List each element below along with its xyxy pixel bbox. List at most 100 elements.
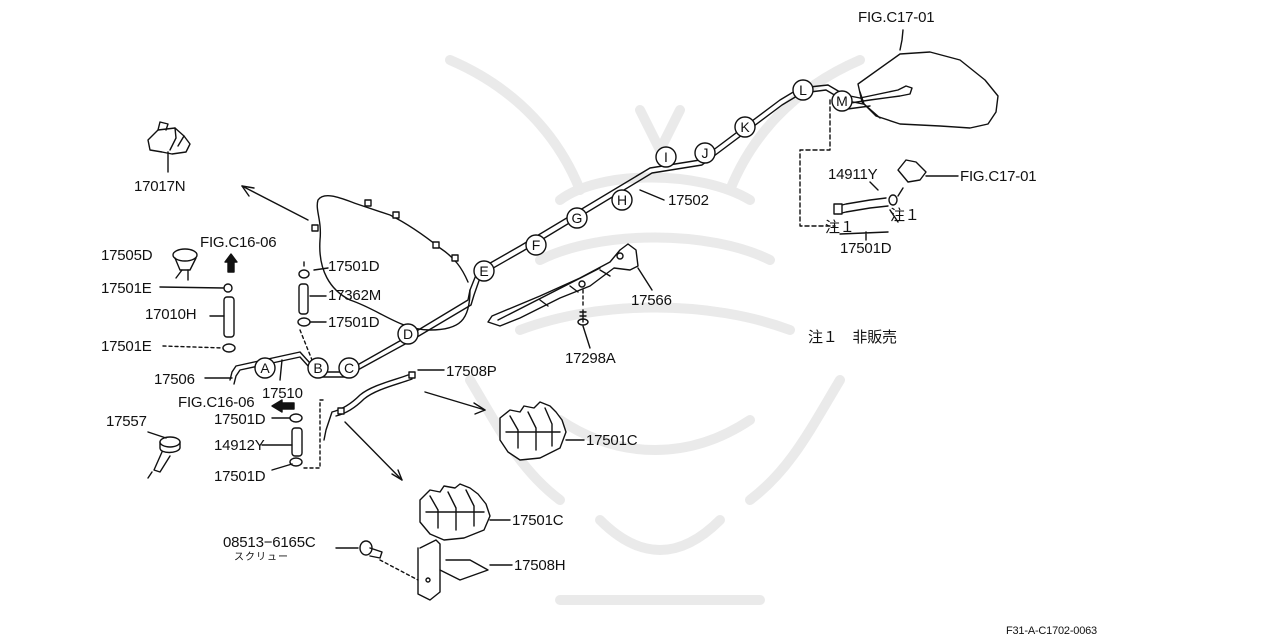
part-connector-right [897,159,959,197]
label-fig-c1606-bot: FIG.C16-06 [178,394,255,411]
leader-17510 [279,359,283,381]
label-17501D-r: 17501D [840,240,892,257]
clip-b [364,199,372,207]
label-17362M: 17362M [328,287,382,304]
callout-j: J [694,142,716,164]
callout-letter: H [617,192,627,208]
part-17298A-bolt [577,289,591,349]
clip-f [408,371,416,379]
label-17508P: 17508P [446,363,497,380]
part-17017N-shape [147,121,191,173]
note-bracket [839,231,889,241]
arrow-upper-left [241,185,309,221]
callout-l: L [792,79,814,101]
label-17501D-m1: 17501D [328,258,380,275]
arrow-to-17501C [424,391,486,411]
callout-k: K [734,116,756,138]
callout-d: D [397,323,419,345]
clip-e [451,254,459,262]
arrow-fig-c1606-bot [271,399,295,413]
label-17298A: 17298A [565,350,616,367]
arrow-to-bracket [344,421,403,481]
callout-h: H [611,189,633,211]
part-17508H-bracket [379,539,513,601]
label-17501E-a: 17501E [101,280,152,297]
callout-letter: B [313,360,322,376]
label-note1-a: 注１ [825,219,855,236]
label-08513-6165C: 08513−6165C [223,534,316,551]
callout-letter: D [403,326,413,342]
arrow-to-bracket-head [391,469,403,481]
arrow-upper-left-head [241,185,255,197]
part-hose-14911Y [799,99,899,227]
label-17501D-m2: 17501D [328,314,380,331]
part-fuel-tank [839,29,999,129]
label-17501E-b: 17501E [101,338,152,355]
label-17502: 17502 [668,192,709,209]
callout-letter: E [479,263,488,279]
callout-i: I [655,146,677,168]
label-fig-c1701-top: FIG.C17-01 [858,9,935,26]
label-17510: 17510 [262,385,303,402]
callout-letter: F [532,237,541,253]
callout-group: A B C D E F G H I J K L M [254,79,853,379]
clip-g [337,407,345,415]
callout-letter: L [799,82,807,98]
arrow-fig-c1606-top [224,253,238,273]
clip-c [392,211,400,219]
part-hose-17362M [297,261,329,361]
label-17501D-l2: 17501D [214,468,266,485]
label-fig-c1606-top: FIG.C16-06 [200,234,277,251]
callout-m: M [831,90,853,112]
callout-f: F [525,234,547,256]
footer-code: F31-A-C1702-0063 [1006,625,1097,637]
callout-b: B [307,357,329,379]
part-17501C-lower [419,483,511,541]
label-17017N: 17017N [134,178,186,195]
label-17506: 17506 [154,371,195,388]
callout-a: A [254,357,276,379]
callout-letter: J [702,145,709,161]
part-17501C-upper [499,401,585,461]
label-14912Y: 14912Y [214,437,265,454]
return-line [323,374,409,441]
callout-letter: K [740,119,750,135]
part-17557-shape [147,431,181,479]
callout-c: C [338,357,360,379]
label-17501D-l1: 17501D [214,411,266,428]
watermark-logo [445,55,865,605]
callout-letter: A [260,360,270,376]
callout-g: G [566,207,588,229]
part-17505D-shape [172,248,198,281]
label-17501C-b: 17501C [512,512,564,529]
clip-d [432,241,440,249]
label-screw-jp: スクリュー [234,552,289,563]
label-17557: 17557 [106,413,147,430]
arrow-to-17501C-head [473,402,486,415]
callout-letter: C [344,360,354,376]
label-note1-b: 注１ [890,207,920,224]
label-fig-c1701-mid: FIG.C17-01 [960,168,1037,185]
label-17505D: 17505D [101,247,153,264]
label-17010H: 17010H [145,306,197,323]
label-17566: 17566 [631,292,672,309]
label-17508H: 17508H [514,557,566,574]
part-hose-14912Y [261,399,327,471]
label-14911Y: 14911Y [828,166,878,183]
callout-letter: I [664,149,668,165]
part-hose-17010H [209,296,235,338]
return-line-inner [335,378,413,417]
callout-letter: M [836,93,848,109]
label-note-legend: 注１ 非販売 [808,329,897,346]
part-clamp-17501E-b [162,343,236,353]
callout-e: E [473,260,495,282]
callout-letter: G [572,210,583,226]
part-screw-08513 [335,540,383,559]
part-clamp-17501E-a [159,283,233,293]
leader-17502 [639,189,665,201]
label-17501C-a: 17501C [586,432,638,449]
clip-a [311,224,319,232]
part-17566-rail [487,243,653,327]
